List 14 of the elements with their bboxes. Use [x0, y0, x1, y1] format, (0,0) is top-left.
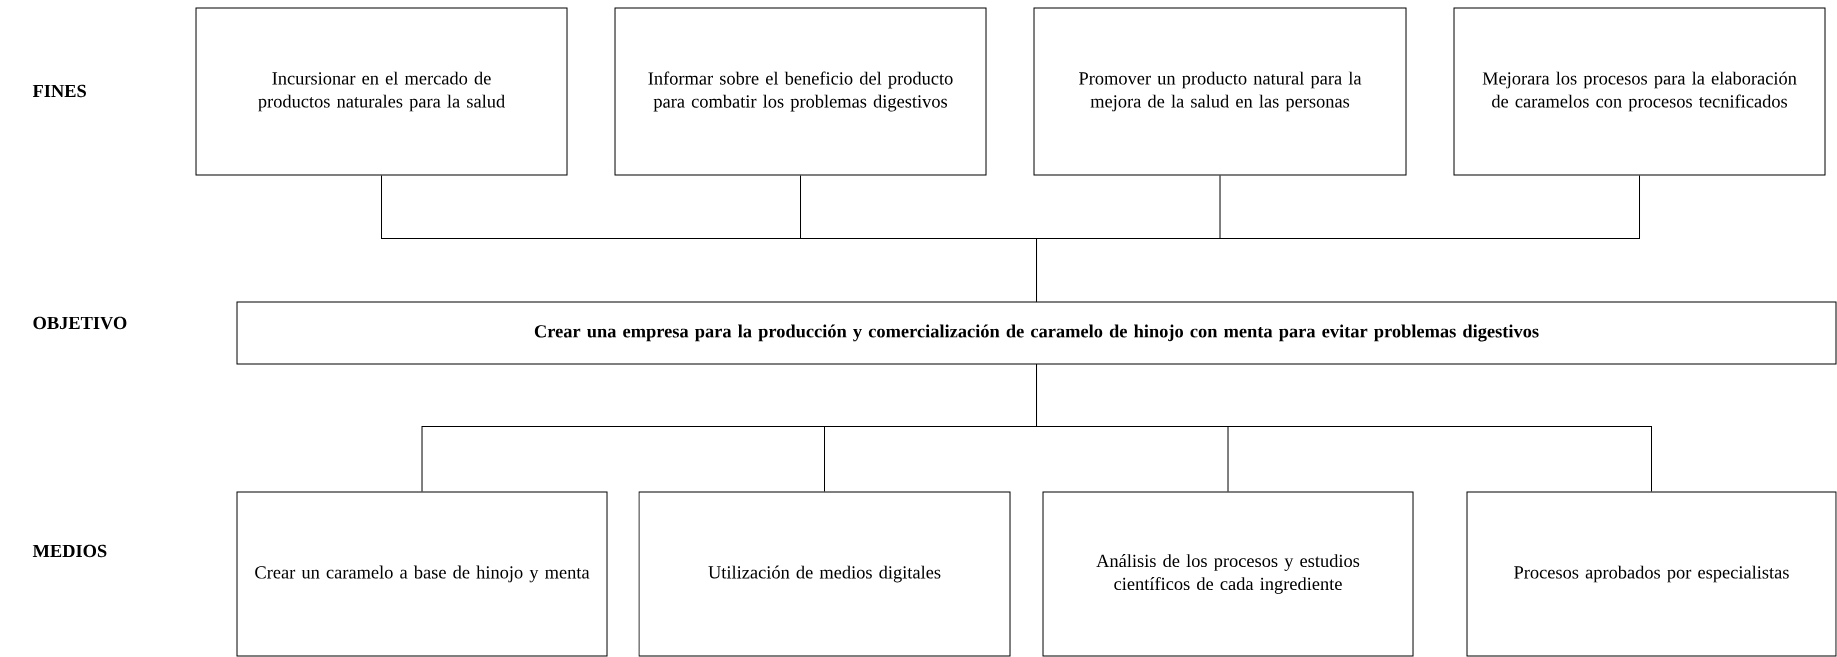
process-box: Procesos aprobados por especialistas — [1466, 491, 1837, 657]
connector-line — [1036, 364, 1652, 492]
process-box: Incursionar en el mercado de productos naturales para la salud — [195, 7, 568, 176]
process-box: Crear un caramelo a base de hinojo y menta — [236, 491, 608, 657]
process-box: Promover un producto natural para la mejora de la salud en las personas — [1033, 7, 1407, 176]
connector-line — [1036, 175, 1640, 302]
process-box: Informar sobre el beneficio del producto para combatir los problemas digestivos — [614, 7, 987, 176]
process-box: Análisis de los procesos y estudios científicos de cada ingrediente — [1042, 491, 1414, 657]
row-label: OBJETIVO — [33, 316, 127, 330]
process-box: Utilización de medios digitales — [638, 491, 1011, 657]
process-box: Mejorara los procesos para la elaboración de caramelos con procesos tecnificados — [1453, 7, 1826, 176]
row-label: MEDIOS — [32, 544, 107, 558]
objective-box: Crear una empresa para la producción y comercialización de caramelo de hinojo con menta para evitar problemas digestivos — [236, 301, 1837, 365]
row-label: FINES — [32, 84, 86, 98]
